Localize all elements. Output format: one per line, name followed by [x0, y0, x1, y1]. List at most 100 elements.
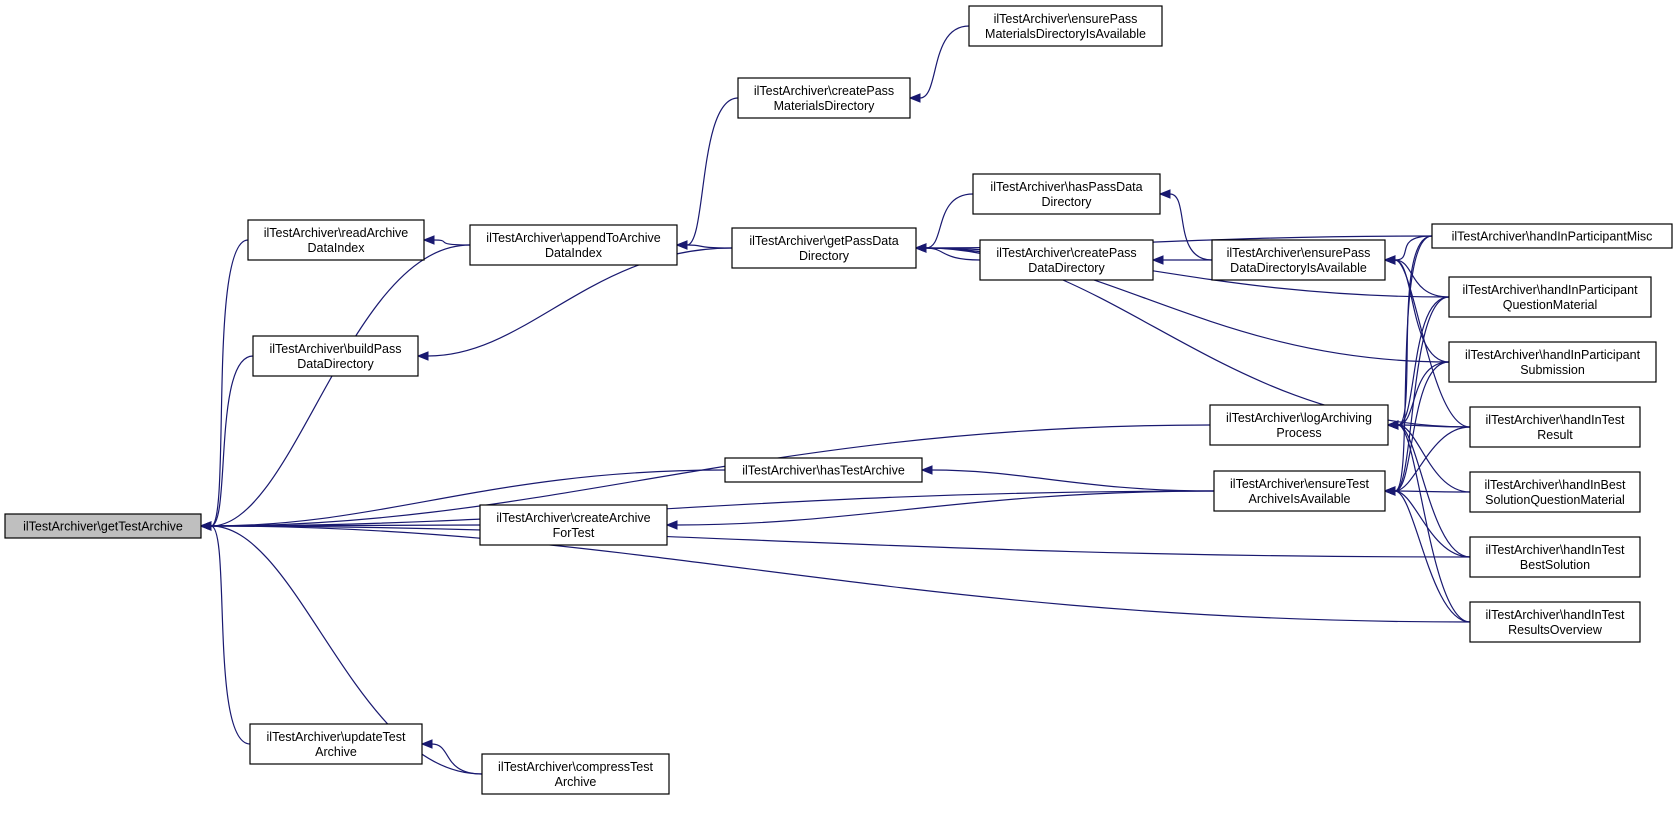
node-hand-in-participant-question-material[interactable]: ilTestArchiver\handInParticipantQuestion… [1448, 276, 1652, 318]
node-label: ResultsOverview [1508, 623, 1603, 637]
node-label: Archive [315, 745, 357, 759]
node-box [731, 227, 917, 269]
node-label: ilTestArchiver\getPassData [749, 234, 898, 248]
node-label: ilTestArchiver\logArchiving [1226, 411, 1372, 425]
node-box [1448, 276, 1652, 318]
node-label: QuestionMaterial [1503, 298, 1598, 312]
node-box [252, 335, 419, 377]
node-label: ilTestArchiver\getTestArchive [23, 520, 183, 534]
arrowhead [1158, 189, 1171, 199]
arrowhead [675, 240, 688, 250]
call-edge [1397, 424, 1471, 623]
node-label: SolutionQuestionMaterial [1485, 493, 1625, 507]
call-edge [431, 743, 483, 775]
node-label: ilTestArchiver\handInBest [1484, 478, 1626, 492]
call-edge [925, 193, 974, 249]
node-box [1213, 470, 1386, 512]
node-create-pass-materials-directory[interactable]: ilTestArchiver\createPassMaterialsDirect… [737, 77, 911, 119]
call-edge [686, 97, 739, 246]
node-label: DataIndex [545, 246, 603, 260]
node-box [1469, 471, 1641, 513]
node-box [724, 457, 923, 483]
node-label: ilTestArchiver\hasTestArchive [742, 464, 905, 478]
node-label: ilTestArchiver\createArchive [496, 511, 650, 525]
node-label: ilTestArchiver\handInTest [1486, 413, 1625, 427]
node-box [1431, 223, 1673, 249]
call-edge [1169, 193, 1213, 261]
node-hand-in-participant-misc[interactable]: ilTestArchiver\handInParticipantMisc [1431, 223, 1673, 249]
call-edge [676, 490, 1215, 526]
arrowhead [1386, 420, 1399, 430]
node-label: DataDirectoryIsAvailable [1230, 261, 1367, 275]
call-edge [1394, 361, 1450, 492]
node-label: ilTestArchiver\ensureTest [1230, 477, 1369, 491]
arrowhead [914, 243, 927, 253]
node-box [972, 173, 1161, 215]
node-label: ilTestArchiver\ensurePass [1227, 246, 1371, 260]
call-edge [1394, 235, 1433, 492]
call-edge [931, 469, 1215, 492]
node-box [479, 504, 668, 546]
node-label: MaterialsDirectory [774, 99, 875, 113]
node-label: DataDirectory [1028, 261, 1105, 275]
call-edge [433, 239, 471, 246]
node-box [1469, 406, 1641, 448]
arrowhead [1383, 486, 1396, 496]
nodes-layer: ilTestArchiver\getTestArchive ilTestArchi… [4, 5, 1673, 795]
node-label: ilTestArchiver\updateTest [267, 730, 406, 744]
node-label: ilTestArchiver\hasPassData [990, 180, 1142, 194]
call-edge [1394, 259, 1450, 298]
node-get-test-archive[interactable]: ilTestArchiver\getTestArchive [4, 513, 202, 539]
call-edge [1397, 296, 1450, 426]
node-ensure-test-archive-is-available[interactable]: ilTestArchiver\ensureTestArchiveIsAvaila… [1213, 470, 1386, 512]
node-label: ilTestArchiver\handInTest [1486, 543, 1625, 557]
node-label: ArchiveIsAvailable [1249, 492, 1351, 506]
node-box [4, 513, 202, 539]
node-ensure-pass-materials-directory-is-available[interactable]: ilTestArchiver\ensurePassMaterialsDirect… [968, 5, 1163, 47]
node-box [247, 219, 425, 261]
node-label: BestSolution [1520, 558, 1590, 572]
call-edge [210, 490, 1215, 527]
call-edge [1397, 361, 1450, 426]
node-label: ilTestArchiver\handInTest [1486, 608, 1625, 622]
node-has-test-archive[interactable]: ilTestArchiver\hasTestArchive [724, 457, 923, 483]
node-label: ilTestArchiver\appendToArchive [486, 231, 660, 245]
arrowhead [920, 465, 933, 475]
node-hand-in-best-solution-question-material[interactable]: ilTestArchiver\handInBestSolutionQuestio… [1469, 471, 1641, 513]
call-edge [1394, 235, 1433, 261]
node-box [1211, 239, 1386, 281]
call-edge [210, 525, 251, 745]
call-edge [427, 247, 733, 357]
call-edge [1397, 424, 1471, 428]
node-ensure-pass-data-directory-is-available[interactable]: ilTestArchiver\ensurePassDataDirectoryIs… [1211, 239, 1386, 281]
arrowhead [416, 351, 429, 361]
node-label: MaterialsDirectoryIsAvailable [985, 27, 1146, 41]
node-hand-in-participant-submission[interactable]: ilTestArchiver\handInParticipantSubmissi… [1448, 341, 1657, 383]
node-label: Result [1537, 428, 1573, 442]
call-edge [210, 424, 1211, 527]
node-label: ilTestArchiver\handInParticipant [1462, 283, 1638, 297]
node-label: ilTestArchiver\createPass [996, 246, 1136, 260]
node-box [1448, 341, 1657, 383]
node-box [737, 77, 911, 119]
arrowhead [420, 739, 433, 749]
call-edge [210, 244, 471, 527]
arrowhead [908, 93, 921, 103]
call-edge [1394, 490, 1471, 623]
call-edge [1394, 490, 1471, 493]
call-edge [1394, 296, 1450, 492]
